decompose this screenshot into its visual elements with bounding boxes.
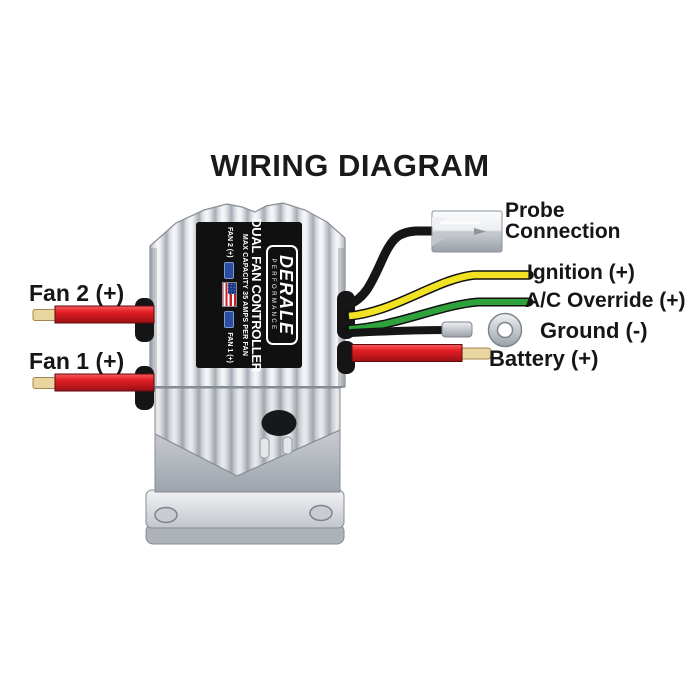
blue-badge-icon <box>224 311 235 329</box>
mounting-hole-left <box>154 506 178 524</box>
port-fan2-marking: FAN 2 (+) <box>226 227 233 258</box>
label-fan1: Fan 1 (+) <box>29 348 125 374</box>
probe-connector-notch <box>432 236 449 246</box>
label-ground: Ground (-) <box>540 318 648 343</box>
fan1-wire-body <box>54 373 155 392</box>
label-fan2: Fan 2 (+) <box>29 280 125 306</box>
fan1-wire <box>32 373 155 392</box>
label-ac-override: A/C Override (+) <box>525 289 686 312</box>
usa-flag-icon <box>222 282 237 308</box>
fan2-wire <box>32 305 155 324</box>
probe-connector-slot <box>440 221 480 224</box>
ground-wire <box>347 326 450 337</box>
probe-connector-notch <box>432 217 449 227</box>
blue-badge-icon <box>224 261 235 279</box>
ground-ring-terminal <box>441 312 523 348</box>
port-markings-row: FAN 2 (+) FAN 1 (+) <box>222 224 237 366</box>
ignition-wire <box>348 271 529 320</box>
probe-connector-tab <box>474 228 486 235</box>
fan2-wire-body <box>54 305 155 324</box>
label-battery: Battery (+) <box>489 346 599 371</box>
battery-wire-tip <box>457 347 492 360</box>
fin-stub <box>282 436 293 455</box>
brand-subtitle: PERFORMANCE <box>270 258 276 332</box>
page-title: WIRING DIAGRAM <box>210 148 490 183</box>
label-ignition: Ignition (+) <box>527 261 635 284</box>
ac-override-wire <box>348 299 529 332</box>
adjustment-knob <box>261 410 297 436</box>
probe-connector <box>431 210 503 253</box>
device-label: DERALE PERFORMANCE DUAL FAN CONTROLLER M… <box>196 218 302 372</box>
battery-wire-body <box>351 344 463 362</box>
label-probe-connection: Probe Connection <box>505 199 621 243</box>
ring-terminal-barrel <box>441 321 473 338</box>
mounting-hole-right <box>309 504 333 522</box>
lower-fins-shade <box>155 388 340 476</box>
product-name: DUAL FAN CONTROLLER <box>249 218 264 372</box>
capacity-rating: MAX CAPACITY 35 AMPS PER FAN <box>241 233 248 357</box>
fin-stub <box>259 437 270 459</box>
battery-wire <box>351 344 492 362</box>
ring-terminal-hole <box>496 321 514 339</box>
brand-name: DERALE <box>276 254 296 335</box>
brand-logo: DERALE PERFORMANCE <box>266 244 298 345</box>
battery-grommet <box>337 341 355 374</box>
port-fan1-marking: FAN 1 (+) <box>226 332 233 363</box>
probe-wire <box>343 226 443 310</box>
